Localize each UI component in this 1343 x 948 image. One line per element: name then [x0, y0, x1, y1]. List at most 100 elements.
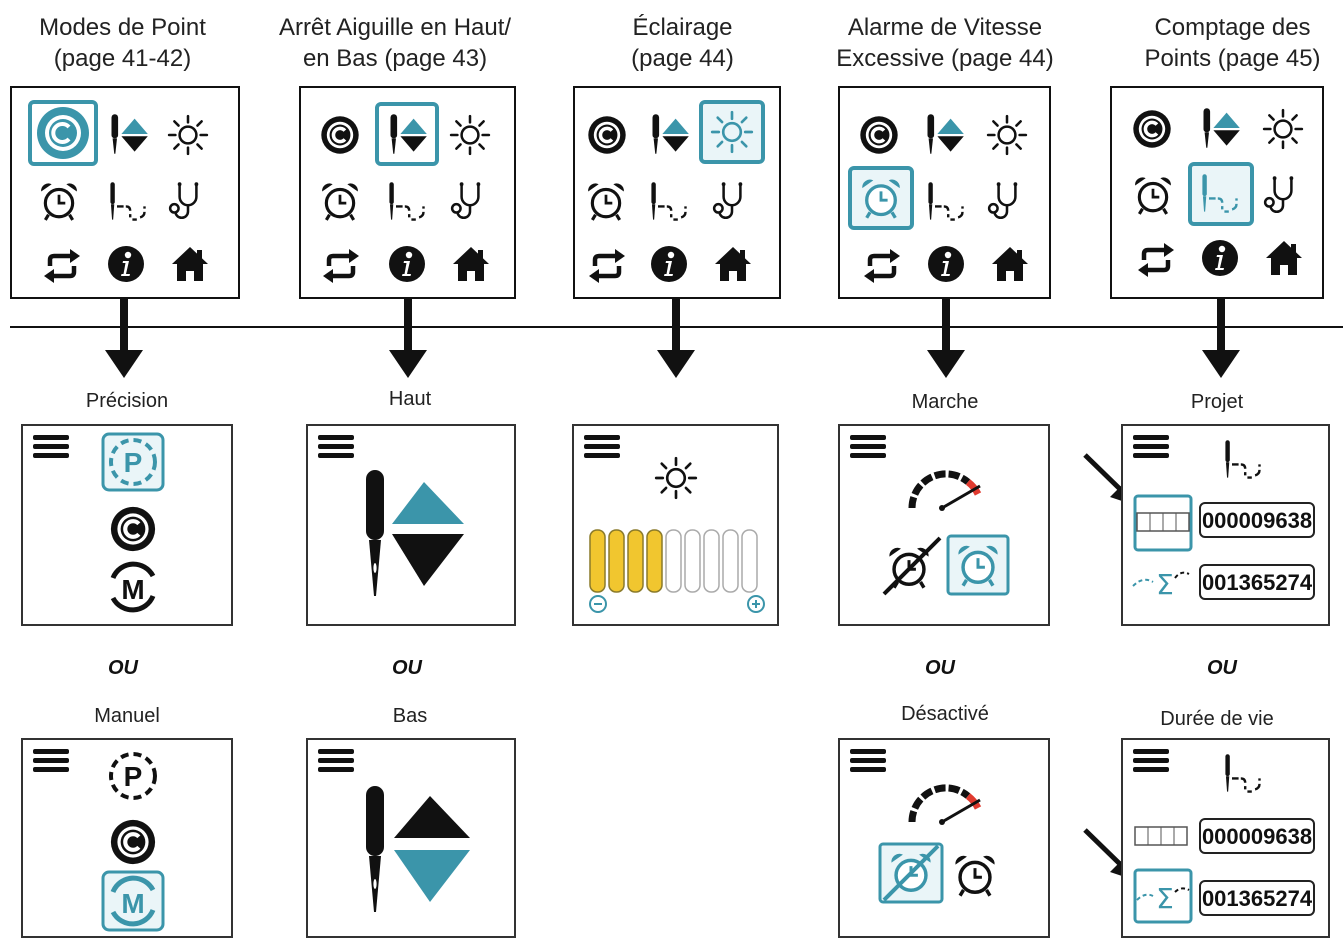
increase-icon[interactable]: [747, 595, 765, 613]
hamburger-menu-icon[interactable]: [318, 435, 354, 458]
stethoscope-icon[interactable]: [987, 181, 1019, 220]
hamburger-menu-icon[interactable]: [584, 435, 620, 458]
label-precision: Précision: [85, 390, 169, 412]
stitch-count-icon[interactable]: [1202, 174, 1238, 213]
stitch-count-icon[interactable]: [109, 180, 146, 221]
up-arrow-icon[interactable]: [392, 482, 464, 524]
title-stitch-count: Comptage des Points (page 45): [1105, 12, 1343, 74]
sun-icon[interactable]: [710, 110, 754, 154]
info-icon[interactable]: [651, 246, 687, 282]
sun-icon[interactable]: [449, 114, 491, 156]
home-icon[interactable]: [715, 247, 751, 281]
manual-mode-icon[interactable]: M: [110, 875, 156, 927]
hamburger-menu-icon[interactable]: [1133, 435, 1169, 458]
home-icon[interactable]: [992, 247, 1028, 281]
brightness-bar[interactable]: [627, 529, 644, 593]
stethoscope-icon[interactable]: [1263, 175, 1295, 214]
info-icon[interactable]: [928, 246, 964, 282]
alarm-clock-icon[interactable]: [586, 181, 626, 222]
stitch-count-icon[interactable]: [388, 180, 425, 221]
copyright-icon[interactable]: [111, 820, 155, 864]
hamburger-menu-icon[interactable]: [850, 435, 886, 458]
sun-icon[interactable]: [1262, 108, 1304, 150]
manual-mode-icon[interactable]: M: [110, 561, 156, 613]
alarm-clock-icon[interactable]: [1133, 175, 1173, 216]
hamburger-menu-icon[interactable]: [33, 435, 69, 458]
repeat-icon[interactable]: [589, 249, 625, 283]
alarm-clock-icon[interactable]: [39, 181, 79, 222]
up-arrow-icon[interactable]: [394, 796, 470, 838]
copyright-icon[interactable]: [319, 114, 361, 156]
brightness-bar[interactable]: [608, 529, 625, 593]
sun-icon[interactable]: [167, 114, 209, 156]
stethoscope-icon[interactable]: [168, 181, 200, 220]
needle-up-down-icon[interactable]: [390, 114, 427, 154]
decrease-icon[interactable]: [589, 595, 607, 613]
needle-up-down-icon[interactable]: [652, 114, 689, 154]
project-counter-value: 000009638: [1199, 502, 1315, 538]
repeat-icon[interactable]: [1138, 243, 1174, 277]
needle-up-down-icon[interactable]: [927, 114, 964, 154]
title-line-2: en Bas (page 43): [302, 45, 488, 72]
hamburger-menu-icon[interactable]: [850, 749, 886, 772]
hamburger-menu-icon[interactable]: [1133, 749, 1169, 772]
brightness-bar[interactable]: [722, 529, 739, 593]
precision-mode-icon[interactable]: P: [109, 438, 157, 486]
hamburger-menu-icon[interactable]: [318, 749, 354, 772]
stitch-count-icon[interactable]: [650, 180, 687, 221]
hamburger-menu-icon[interactable]: [33, 749, 69, 772]
home-icon[interactable]: [1266, 241, 1302, 275]
odometer-icon[interactable]: [1136, 512, 1190, 532]
info-icon[interactable]: [389, 246, 425, 282]
home-icon[interactable]: [453, 247, 489, 281]
alarm-off-icon[interactable]: [882, 536, 942, 596]
lifetime-sigma-icon[interactable]: Σ: [1132, 568, 1190, 601]
lifetime-sigma-icon[interactable]: Σ: [1136, 882, 1190, 915]
sun-icon[interactable]: [986, 114, 1028, 156]
repeat-icon[interactable]: [323, 249, 359, 283]
brightness-bar[interactable]: [665, 529, 682, 593]
needle-up-down-icon[interactable]: [111, 114, 148, 154]
screen-counter-project: Σ 000009638 001365274: [1121, 424, 1330, 626]
menu-grid-needle-stop: [299, 86, 516, 299]
alarm-clock-icon[interactable]: [953, 854, 997, 898]
brightness-bar[interactable]: [703, 529, 720, 593]
menu-grid-stitch-count: [1110, 86, 1324, 299]
copyright-icon[interactable]: [1131, 108, 1173, 150]
alarm-clock-icon[interactable]: [958, 545, 998, 587]
home-icon[interactable]: [172, 247, 208, 281]
stitch-count-icon: [1224, 438, 1261, 479]
or-label: OU: [925, 657, 955, 679]
stitch-count-icon[interactable]: [927, 180, 964, 221]
alarm-off-icon[interactable]: [882, 844, 940, 902]
copyright-icon[interactable]: [858, 114, 900, 156]
odometer-icon[interactable]: [1134, 826, 1188, 846]
brightness-bar[interactable]: [741, 529, 758, 593]
stethoscope-icon[interactable]: [712, 181, 744, 220]
down-arrow-icon[interactable]: [394, 850, 470, 902]
copyright-icon[interactable]: [111, 507, 155, 551]
stethoscope-icon[interactable]: [450, 181, 482, 220]
down-arrow-icon[interactable]: [392, 534, 464, 586]
title-line-1: Éclairage: [632, 14, 733, 41]
brightness-level-bars[interactable]: [589, 529, 758, 593]
screen-lighting: [572, 424, 779, 626]
screen-counter-lifetime: Σ 000009638 001365274: [1121, 738, 1330, 938]
brightness-bar[interactable]: [589, 529, 606, 593]
precision-mode-icon[interactable]: P: [109, 752, 157, 800]
brightness-bar[interactable]: [684, 529, 701, 593]
copyright-icon[interactable]: [586, 114, 628, 156]
info-icon[interactable]: [108, 246, 144, 282]
info-icon[interactable]: [1202, 240, 1238, 276]
brightness-bar[interactable]: [646, 529, 663, 593]
or-label: OU: [108, 657, 138, 679]
alarm-clock-icon[interactable]: [862, 179, 900, 219]
or-label: OU: [392, 657, 422, 679]
repeat-icon[interactable]: [44, 249, 80, 283]
needle-up-down-icon[interactable]: [1203, 108, 1240, 148]
selected-highlight: [1188, 162, 1254, 226]
repeat-icon[interactable]: [864, 249, 900, 283]
alarm-clock-icon[interactable]: [320, 181, 360, 222]
title-line-2: (page 44): [631, 45, 734, 72]
copyright-icon[interactable]: [37, 107, 89, 159]
